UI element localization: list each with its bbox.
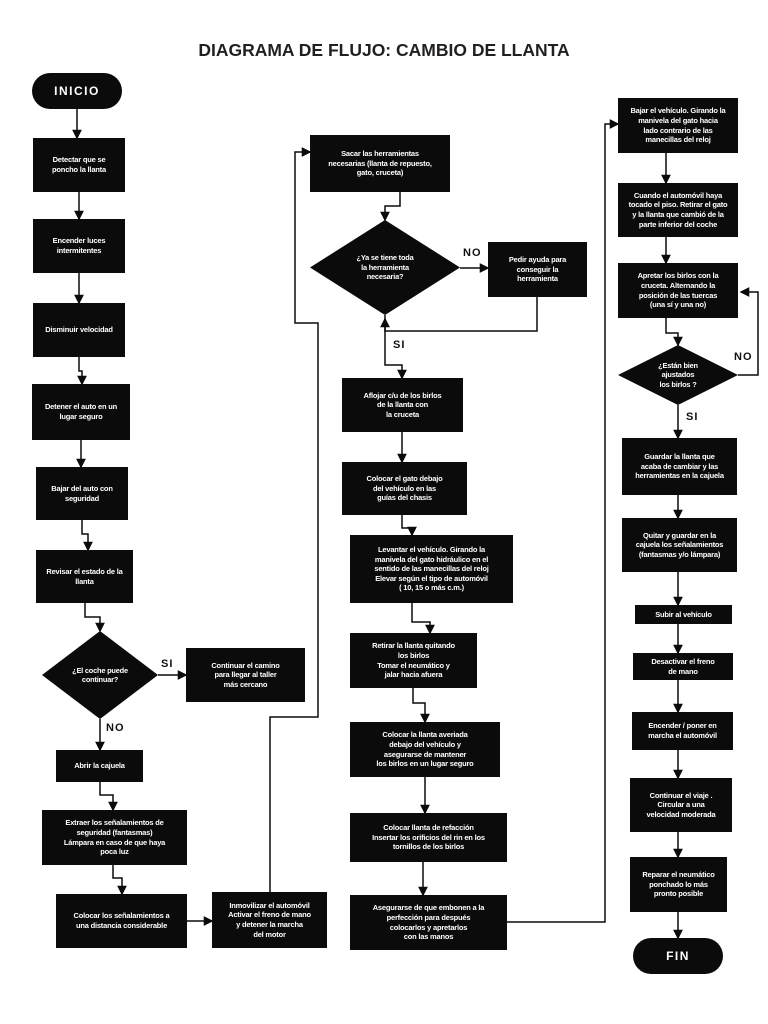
- node-label: Colocar la llanta averiada debajo del ve…: [376, 730, 474, 769]
- node-label: Continuar el camino para llegar al talle…: [211, 660, 280, 689]
- node-label: FIN: [666, 949, 690, 963]
- node-revisar-estado: Revisar el estado de la llanta: [36, 550, 133, 603]
- node-desactivar-freno: Desactivar el freno de mano: [633, 653, 733, 680]
- node-label: Colocar el gato debajo del vehículo en l…: [366, 474, 443, 503]
- node-label: Aflojar c/u de los birlos de la llanta c…: [363, 390, 442, 419]
- node-label: Detener el auto en un lugar seguro: [44, 402, 118, 421]
- node-label: Encender luces intermitentes: [52, 236, 106, 255]
- node-label: INICIO: [54, 84, 100, 98]
- node-detectar-poncho: Detectar que se poncho la llanta: [33, 138, 125, 192]
- node-label: Bajar del auto con seguridad: [51, 483, 113, 503]
- diamond-shape: [618, 345, 738, 405]
- node-label: Cuando el automóvil haya tocado el piso.…: [628, 190, 728, 229]
- node-apretar-birlos: Apretar los birlos con la cruceta. Alter…: [618, 263, 738, 318]
- node-inicio: INICIO: [32, 73, 122, 109]
- connector-lines: [72, 109, 759, 940]
- node-label: Subir al vehículo: [655, 609, 712, 619]
- node-label: Inmovilizar el automóvil Activar el fren…: [228, 900, 311, 939]
- edge-label-no: NO: [463, 247, 482, 259]
- node-subir-vehiculo: Subir al vehículo: [635, 605, 732, 624]
- node-label: Pedir ayuda para conseguir la herramient…: [508, 255, 567, 284]
- node-label: Extraer los señalamientos de seguridad (…: [63, 818, 166, 857]
- node-label: Encender / poner en marcha el automóvil: [648, 721, 717, 740]
- node-aflojar-birlos: Aflojar c/u de los birlos de la llanta c…: [342, 378, 463, 432]
- node-label: Apretar los birlos con la cruceta. Alter…: [637, 271, 719, 310]
- node-asegurarse-embonen: Asegurarse de que embonen a la perfecció…: [350, 895, 507, 950]
- node-retirar-llanta: Retirar la llanta quitando los birlos To…: [350, 633, 477, 688]
- node-label: Abrir la cajuela: [74, 761, 125, 771]
- node-quitar-guardar: Quitar y guardar en la cajuela los señal…: [622, 518, 737, 572]
- node-label: Asegurarse de que embonen a la perfecció…: [372, 903, 485, 942]
- connector-extraer-senalamientos-to-colocar-senalamientos: [112, 865, 127, 896]
- node-label: Colocar llanta de refacción Insertar los…: [372, 823, 485, 852]
- connector-decision-herramienta-to-aflojar-birlos: [384, 315, 407, 380]
- node-colocar-gato: Colocar el gato debajo del vehículo en l…: [342, 462, 467, 515]
- node-colocar-averiada: Colocar la llanta averiada debajo del ve…: [350, 722, 500, 777]
- connector-revisar-estado-to-decision-coche-continua: [84, 603, 105, 633]
- node-extraer-senalamientos: Extraer los señalamientos de seguridad (…: [42, 810, 187, 865]
- node-guardar-llanta: Guardar la llanta que acaba de cambiar y…: [622, 438, 737, 495]
- page-title: DIAGRAMA DE FLUJO: CAMBIO DE LLANTA: [198, 40, 570, 60]
- node-retirar-gato: Cuando el automóvil haya tocado el piso.…: [618, 183, 738, 237]
- connector-levantar-vehiculo-to-retirar-llanta: [411, 603, 435, 635]
- node-abrir-cajuela: Abrir la cajuela: [56, 750, 143, 782]
- node-sacar-herramientas: Sacar las herramientas necesarias (llant…: [310, 135, 450, 192]
- node-label: ¿El coche puede continuar?: [72, 665, 128, 684]
- node-bajar-vehiculo: Bajar el vehículo. Girando la manivela d…: [618, 98, 738, 153]
- node-decision-birlos-ajustados: ¿Están bien ajustados los birlos ?: [618, 345, 738, 405]
- node-label: ¿Ya se tiene toda la herramienta necesar…: [356, 253, 414, 282]
- node-label: Detectar que se poncho la llanta: [52, 155, 106, 174]
- connector-abrir-cajuela-to-extraer-senalamientos: [99, 782, 118, 812]
- node-encender-luces: Encender luces intermitentes: [33, 219, 125, 273]
- connector-colocar-gato-to-levantar-vehiculo: [401, 515, 417, 537]
- node-continuar-camino: Continuar el camino para llegar al talle…: [186, 648, 305, 702]
- connector-inmovilizar-to-sacar-herramientas: [269, 147, 319, 892]
- connector-apretar-birlos-to-decision-birlos-ajustados: [665, 318, 683, 347]
- diamond-shape: [42, 631, 158, 719]
- node-levantar-vehiculo: Levantar el vehículo. Girando la manivel…: [350, 535, 513, 603]
- edge-label-no: NO: [734, 351, 753, 363]
- node-fin: FIN: [633, 938, 723, 974]
- node-encender-marcha: Encender / poner en marcha el automóvil: [632, 712, 733, 750]
- diamond-shape: [310, 220, 460, 315]
- edge-label-si: SI: [393, 339, 406, 351]
- edge-label-si: SI: [161, 658, 174, 670]
- node-label: Retirar la llanta quitando los birlos To…: [372, 641, 455, 680]
- node-continuar-viaje: Continuar el viaje . Circular a una velo…: [630, 778, 732, 832]
- node-colocar-senalamientos: Colocar los señalamientos a una distanci…: [56, 894, 187, 948]
- edge-label-si: SI: [686, 411, 699, 423]
- node-label: Desactivar el freno de mano: [651, 656, 715, 676]
- node-label: Revisar el estado de la llanta: [46, 566, 123, 586]
- node-label: Colocar los señalamientos a una distanci…: [73, 911, 170, 930]
- node-pedir-ayuda: Pedir ayuda para conseguir la herramient…: [488, 242, 587, 297]
- edge-label-no: NO: [106, 722, 125, 734]
- node-label: Quitar y guardar en la cajuela los señal…: [635, 530, 724, 559]
- node-label: Continuar el viaje . Circular a una velo…: [646, 790, 716, 819]
- connector-bajar-del-auto-to-revisar-estado: [81, 520, 93, 552]
- connector-sacar-herramientas-to-decision-herramienta: [380, 192, 401, 222]
- node-decision-herramienta: ¿Ya se tiene toda la herramienta necesar…: [310, 220, 460, 315]
- node-label: Levantar el vehículo. Girando la manivel…: [374, 545, 489, 593]
- node-label: Sacar las herramientas necesarias (llant…: [328, 149, 432, 178]
- node-detener-auto: Detener el auto en un lugar seguro: [32, 384, 130, 440]
- node-bajar-del-auto: Bajar del auto con seguridad: [36, 467, 128, 520]
- node-label: Guardar la llanta que acaba de cambiar y…: [635, 452, 724, 481]
- node-decision-coche-continua: ¿El coche puede continuar?: [42, 631, 158, 719]
- node-inmovilizar: Inmovilizar el automóvil Activar el fren…: [212, 892, 327, 948]
- node-label: Bajar el vehículo. Girando la manivela d…: [630, 106, 726, 145]
- connector-disminuir-velocidad-to-detener-auto: [77, 357, 87, 386]
- connector-decision-birlos-ajustados-to-apretar-birlos: [738, 287, 759, 376]
- connector-asegurarse-embonen-to-bajar-vehiculo: [507, 119, 620, 923]
- node-reparar-neumatico: Reparar el neumático ponchado lo más pro…: [630, 857, 727, 912]
- node-label: Reparar el neumático ponchado lo más pro…: [642, 870, 715, 899]
- node-label: ¿Están bien ajustados los birlos ?: [658, 360, 698, 389]
- node-disminuir-velocidad: Disminuir velocidad: [33, 303, 125, 357]
- node-colocar-refaccion: Colocar llanta de refacción Insertar los…: [350, 813, 507, 862]
- node-label: Disminuir velocidad: [45, 325, 113, 335]
- connector-retirar-llanta-to-colocar-averiada: [412, 688, 430, 724]
